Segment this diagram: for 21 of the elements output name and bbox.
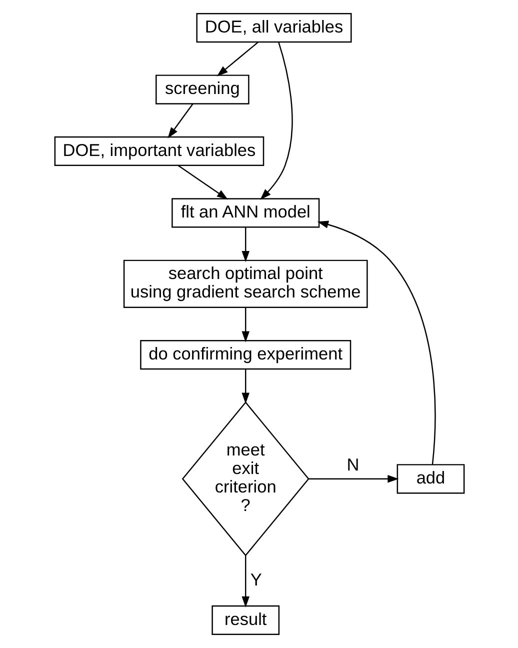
node-diamond: meet exit criterion ? [181, 401, 309, 556]
arrow [260, 42, 292, 200]
arrow [316, 220, 436, 465]
edge-label: N [346, 454, 359, 474]
node-box: DOE, all variables [196, 12, 352, 43]
arrow [241, 556, 250, 608]
node-box: screening [155, 74, 249, 104]
edge-label: Y [250, 569, 262, 590]
arrow [216, 42, 258, 76]
arrow [167, 104, 193, 138]
arrow [241, 227, 250, 262]
node-box: DOE, important variables [54, 136, 264, 166]
arrow [241, 308, 250, 342]
node-box: result [211, 605, 280, 636]
node-box: search optimal point using gradient search scheme [122, 260, 368, 308]
node-box: do confirming experiment [140, 340, 351, 370]
arrow [178, 165, 228, 200]
arrow [241, 369, 250, 404]
node-box: flt an ANN model [171, 198, 320, 228]
arrow [308, 475, 398, 483]
node-box: add [396, 464, 464, 494]
